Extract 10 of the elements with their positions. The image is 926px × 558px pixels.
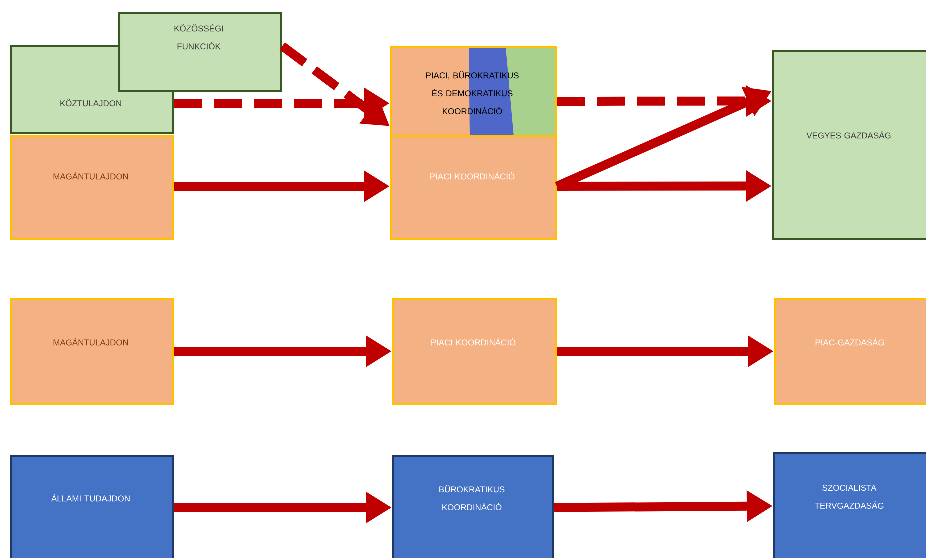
economy-box: VEGYES GAZDASÁG bbox=[772, 50, 926, 240]
ownership-box: KÖZÖSSÉGI FUNKCIÓK bbox=[118, 12, 282, 92]
coordination-box: BÜROKRATIKUS KOORDINÁCIÓ bbox=[392, 455, 554, 558]
ownership-box: MAGÁNTULAJDON bbox=[10, 298, 174, 405]
ownership-box: ÁLLAMI TUDAJDON bbox=[10, 455, 174, 558]
economy-box: PIAC-GAZDASÁG bbox=[774, 298, 926, 405]
ownership-box: MAGÁNTULAJDON bbox=[10, 135, 174, 240]
economy-box: SZOCIALISTA TERVGAZDASÁG bbox=[773, 452, 926, 558]
coordination-box: PIACI KOORDINÁCIÓ bbox=[390, 135, 557, 240]
coordination-box: PIACI KOORDINÁCIÓ bbox=[392, 298, 557, 405]
